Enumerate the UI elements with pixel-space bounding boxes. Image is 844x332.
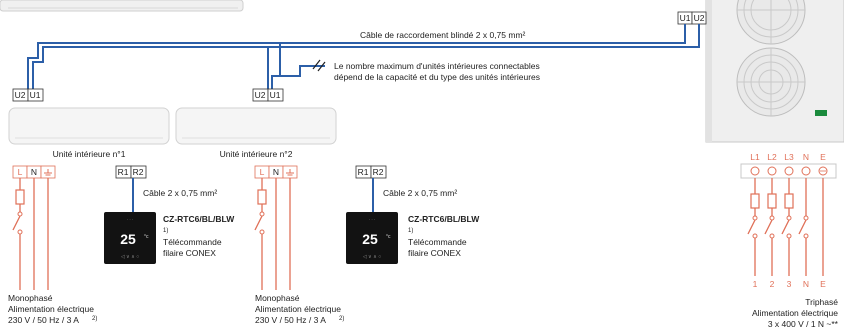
remote-1-model: CZ-RTC6/BL/BLW <box>163 214 235 224</box>
outdoor-fan-bottom-icon <box>736 47 806 117</box>
remote-1-buttons-icon: ◁ ∨ ∧ ○ <box>121 254 139 260</box>
svg-text:· · ·: · · · <box>127 217 133 222</box>
three-phase-terminal-l2: L2 <box>767 152 777 162</box>
three-phase-out-n: N <box>803 279 809 289</box>
supply-1-footnote: 2) <box>92 316 97 322</box>
remote-1-display-value: 25 <box>120 231 136 247</box>
cable-break-icon <box>312 59 326 72</box>
remote-2-device <box>346 212 398 264</box>
fuse-icon <box>257 189 267 205</box>
three-phase-terminal-l3: L3 <box>784 152 794 162</box>
fuse-icon <box>15 189 25 205</box>
remote-1-terminal-r2: R2 <box>133 167 144 177</box>
three-phase-spec: 3 x 400 V / 1 N ~** <box>768 319 839 329</box>
switch-icon <box>254 211 265 235</box>
remote-controller-1: R1 R2 Câble 2 x 0,75 mm² · · · 25 °c ◁ ∨… <box>104 165 235 264</box>
supply-1-title: Alimentation électrique <box>8 304 94 314</box>
ground-icon <box>44 169 52 176</box>
remote-2-display-unit: °c <box>386 234 391 240</box>
remote-2-buttons-icon: ◁ ∨ ∧ ○ <box>363 254 381 260</box>
indoor-2-label: Unité intérieure n°2 <box>220 149 293 159</box>
supply-1-spec: 230 V / 50 Hz / 3 A <box>8 315 79 325</box>
three-phase-title: Alimentation électrique <box>752 308 838 318</box>
svg-text:· · ·: · · · <box>369 217 375 222</box>
three-phase-out-2: 2 <box>770 279 775 289</box>
remote-2-desc-2: filaire CONEX <box>408 248 461 258</box>
outdoor-fan-top-icon <box>736 0 806 45</box>
remote-1-footnote: 1) <box>163 228 168 234</box>
supply-2-phase: Monophasé <box>255 293 300 303</box>
fuse-icon <box>767 193 777 209</box>
outdoor-terminal-u2: U2 <box>694 13 705 23</box>
remote-2-display-value: 25 <box>362 231 378 247</box>
remote-2-footnote: 1) <box>408 228 413 234</box>
outdoor-unit <box>705 0 844 143</box>
single-phase-supply-2: L N Monophasé Alimentation électrique 23… <box>254 165 344 325</box>
remote-1-desc-1: Télécommande <box>163 237 222 247</box>
top-indoor-unit-partial <box>0 0 244 12</box>
remote-2-terminal-r2: R2 <box>373 167 384 177</box>
supply-1-terminal-n: N <box>31 167 37 177</box>
switch-icon <box>12 211 23 235</box>
indoor-unit-1: U2 U1 Unité intérieure n°1 <box>8 88 170 159</box>
remote-2-cable-label: Câble 2 x 0,75 mm² <box>383 188 457 198</box>
remote-controller-2: R1 R2 Câble 2 x 0,75 mm² · · · 25 °c ◁ ∨… <box>346 165 480 264</box>
bus-cable <box>27 24 700 89</box>
three-phase-supply: L1 L2 L3 N E 1 2 3 <box>740 152 839 329</box>
switch-icon <box>747 215 809 239</box>
indoor-1-label: Unité intérieure n°1 <box>53 149 126 159</box>
outdoor-terminal-block: U1 U2 <box>677 11 707 25</box>
three-phase-out-3: 3 <box>787 279 792 289</box>
supply-2-title: Alimentation électrique <box>255 304 341 314</box>
remote-1-device <box>104 212 156 264</box>
fuse-icon <box>784 193 794 209</box>
three-phase-out-e: E <box>820 279 826 289</box>
indoor-unit-2: U2 U1 Unité intérieure n°2 <box>175 88 337 159</box>
three-phase-terminal-n: N <box>803 152 809 162</box>
three-phase-terminal-l1: L1 <box>750 152 760 162</box>
supply-2-spec: 230 V / 50 Hz / 3 A <box>255 315 326 325</box>
supply-2-footnote: 2) <box>339 316 344 322</box>
supply-2-terminal-l: L <box>260 167 265 177</box>
indoor-2-terminal-u2: U2 <box>255 90 266 100</box>
note-line-2: dépend de la capacité et du type des uni… <box>334 72 540 82</box>
three-phase-terminal-e: E <box>820 152 826 162</box>
remote-1-terminal-r1: R1 <box>118 167 129 177</box>
remote-2-terminal-r1: R1 <box>358 167 369 177</box>
remote-1-display-unit: °c <box>144 234 149 240</box>
remote-2-desc-1: Télécommande <box>408 237 467 247</box>
indoor-1-terminal-u1: U1 <box>30 90 41 100</box>
supply-1-phase: Monophasé <box>8 293 53 303</box>
note-line-1: Le nombre maximum d'unités intérieures c… <box>334 61 540 71</box>
three-phase-out-1: 1 <box>753 279 758 289</box>
three-phase-label: Triphasé <box>805 297 838 307</box>
outdoor-status-led <box>815 110 827 116</box>
supply-2-terminal-n: N <box>273 167 279 177</box>
supply-1-terminal-l: L <box>18 167 23 177</box>
indoor-2-terminal-u1: U1 <box>270 90 281 100</box>
remote-2-model: CZ-RTC6/BL/BLW <box>408 214 480 224</box>
ground-icon <box>286 169 294 176</box>
single-phase-supply-1: L N Monophasé Alimentation électrique 23… <box>8 165 97 325</box>
outdoor-terminal-u1: U1 <box>680 13 691 23</box>
indoor-1-terminal-u2: U2 <box>15 90 26 100</box>
remote-1-cable-label: Câble 2 x 0,75 mm² <box>143 188 217 198</box>
main-cable-label: Câble de raccordement blindé 2 x 0,75 mm… <box>360 30 526 40</box>
fuse-icon <box>750 193 760 209</box>
remote-1-desc-2: filaire CONEX <box>163 248 216 258</box>
